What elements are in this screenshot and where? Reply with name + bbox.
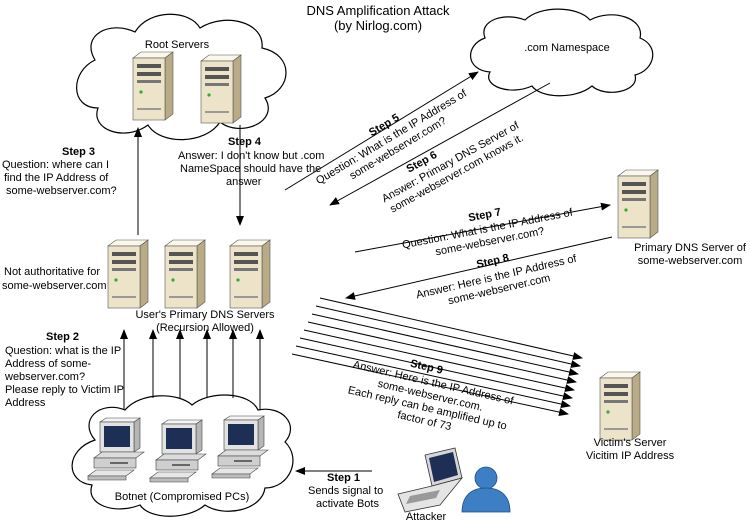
step4-line: NameSpace should have the (180, 163, 321, 175)
laptop-icon (397, 447, 464, 513)
step9-arrow (295, 345, 571, 408)
step9-arrow (315, 305, 581, 368)
step2-line: Please reply to Victim IP (5, 384, 124, 396)
step6-arrow (329, 82, 551, 206)
user-dns-servers: User's Primary DNS Servers (Recursion Al… (107, 239, 275, 334)
step1-line: activate Bots (316, 498, 379, 510)
user-dns-server-icon (229, 239, 271, 309)
diagram-subtitle: (by Nirlog.com) (334, 18, 422, 33)
not-authoritative-line1: Not authoritative for (4, 266, 100, 278)
step7-arrow (354, 202, 611, 253)
step3-title: Step 3 (62, 146, 95, 158)
step1-title: Step 1 (327, 472, 360, 484)
attacker-label: Attacker (406, 511, 447, 523)
step2-line: Question: what is the IP (5, 345, 121, 357)
diagram-title: DNS Amplification Attack (306, 3, 450, 18)
step2-line: Address of some- (5, 358, 92, 370)
botnet-label: Botnet (Compromised PCs) (115, 491, 250, 503)
root-servers-cloud: Root Servers (76, 13, 287, 141)
step9-arrow (299, 337, 573, 400)
arrows (120, 71, 613, 475)
step4-line: Answer: I don't know but .com (178, 150, 324, 162)
step9-arrow (311, 313, 579, 376)
step4-line: answer (226, 176, 262, 188)
com-namespace-label: .com Namespace (524, 42, 610, 54)
primary-dns-server-icon (617, 169, 659, 239)
step9-arrow (291, 353, 569, 416)
botnet-cloud: Botnet (Compromised PCs) (71, 394, 294, 517)
com-namespace-cloud: .com Namespace (470, 8, 654, 97)
step3-line: Question: where can I (2, 159, 109, 171)
victim-server-icon (599, 371, 641, 441)
root-servers-label: Root Servers (145, 39, 210, 51)
root-server-icon (200, 54, 242, 124)
person-icon (461, 466, 511, 513)
step1-line: Sends signal to (308, 485, 383, 497)
victim-label-line2: Vicitim IP Address (586, 450, 675, 462)
step9-arrow (319, 297, 583, 360)
step2-text: Step 2 Question: what is the IP Address … (4, 331, 124, 409)
attacker: Attacker (397, 447, 511, 523)
root-server-icon (132, 51, 174, 121)
step2-title: Step 2 (46, 331, 79, 343)
user-dns-server-icon (107, 239, 149, 309)
primary-dns-label-line1: Primary DNS Server of (634, 242, 747, 254)
step5-arrow (284, 71, 479, 191)
step2-line: webserver.com? (4, 371, 85, 383)
step4-text: Step 4 Answer: I don't know but .com Nam… (178, 136, 324, 188)
victim-label-line1: Victim's Server (594, 437, 667, 449)
primary-dns-label-line2: some-webserver.com (638, 255, 743, 267)
step2-line: Address (5, 397, 46, 409)
step9-arrow (303, 329, 575, 392)
step3-line: some-webserver.com? (6, 185, 117, 197)
step3-text: Step 3 Question: where can I find the IP… (2, 146, 117, 197)
step3-line: find the IP Address of (4, 172, 109, 184)
step1-text: Step 1 Sends signal to activate Bots (308, 472, 383, 510)
user-dns-label-line1: User's Primary DNS Servers (135, 309, 275, 321)
step7-text: Step 7 Question: What is the IP Address … (401, 206, 574, 258)
step9-text: Step 9 Answer: Here is the IP Address of… (347, 358, 516, 433)
user-dns-label-line2: (Recursion Allowed) (156, 322, 254, 334)
step8-arrow (345, 236, 613, 300)
not-authoritative-line2: some-webserver.com (2, 280, 107, 292)
user-dns-server-icon (164, 239, 206, 309)
step4-title: Step 4 (228, 136, 262, 148)
step9-arrow (307, 321, 577, 384)
